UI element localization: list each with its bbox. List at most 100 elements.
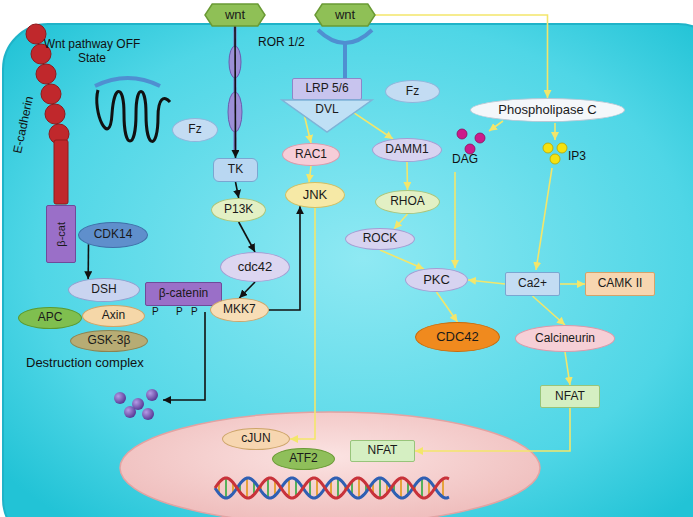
pathway-arrows — [163, 121, 555, 400]
enzyme-ellipse: Phospholipase C — [470, 98, 625, 122]
connector-arrow — [236, 182, 239, 198]
complex-ellipse: GSK-3β — [70, 330, 148, 352]
node-text: NFAT — [555, 390, 585, 404]
node-text: CDK14 — [94, 228, 133, 242]
receptor-label: ROR 1/2 — [258, 36, 305, 50]
phosphate-mark: P — [152, 306, 159, 318]
node-text: LRP 5/6 — [305, 82, 348, 96]
protein-triangle: DVL — [282, 100, 372, 132]
degraded-beta-catenin — [114, 389, 158, 420]
protein-ellipse: JNK — [285, 182, 345, 208]
phosphate-mark: P — [191, 306, 198, 318]
ligand-hexagon: wnt — [205, 4, 265, 26]
protein-ellipse: RAC1 — [282, 143, 340, 166]
protein-ellipse: Calcineurin — [515, 325, 615, 352]
dna-rung — [246, 478, 248, 498]
node-text: CAMK II — [598, 277, 643, 291]
dna-rung — [225, 478, 227, 498]
node-text: ATF2 — [289, 452, 317, 466]
molecule-label: DAG — [452, 153, 478, 167]
connector-arrow — [394, 214, 408, 229]
connector-arrow — [560, 283, 585, 285]
connector-arrow — [415, 408, 570, 451]
protein-ellipse: PKC — [405, 268, 468, 292]
receptor-ellipse: Fz — [172, 118, 218, 142]
receptor-ellipse: Fz — [385, 80, 440, 103]
ip3-molecules — [543, 143, 567, 164]
protein-ellipse: MKK7 — [210, 298, 269, 322]
dna-rung — [316, 479, 318, 497]
dna-rung — [288, 479, 290, 497]
protein-ellipse: ROCK — [345, 228, 415, 250]
dag-molecules — [457, 129, 485, 154]
node-text: RHOA — [390, 195, 425, 209]
node-text: Calcineurin — [535, 332, 595, 346]
node-text: wnt — [335, 8, 355, 23]
receptor-cup — [95, 78, 160, 86]
dna-rung — [400, 478, 402, 498]
node-text: cdc42 — [238, 260, 273, 275]
connector-arrow — [533, 296, 566, 325]
lrp-receptor — [318, 30, 372, 78]
node-text: Axin — [102, 309, 125, 323]
ion-box: Ca2+ — [505, 272, 560, 296]
shape-fill — [315, 4, 375, 26]
dna-rung — [379, 478, 381, 498]
dna-strand — [215, 478, 449, 498]
protein-box: β-catenin — [145, 282, 222, 306]
node-text: β-cat — [55, 222, 68, 247]
complex-label: Destruction complex — [26, 356, 144, 371]
node-text: JNK — [303, 188, 328, 203]
connector-arrow — [406, 162, 408, 190]
node-text: DSH — [91, 283, 116, 297]
connector-arrow — [468, 280, 505, 284]
dna-helix — [215, 478, 449, 498]
node-text: NFAT — [368, 444, 398, 458]
connector-arrow — [354, 113, 393, 139]
transcription-factor-box: NFAT — [350, 440, 415, 462]
transcription-factor-box: NFAT — [540, 385, 600, 408]
node-text: ROCK — [363, 232, 398, 246]
dna-rung — [421, 478, 423, 497]
node-text: Fz — [406, 85, 419, 99]
node-text: PKC — [423, 273, 450, 288]
node-text: APC — [38, 311, 63, 325]
node-text: P13K — [224, 203, 253, 217]
complex-ellipse: APC — [18, 307, 82, 329]
connector-arrow — [437, 292, 458, 322]
shape-fill — [282, 100, 372, 132]
connector-arrow — [234, 26, 236, 158]
connector-arrow — [309, 166, 311, 182]
molecule-label: IP3 — [568, 150, 586, 164]
protein-ellipse: CDK14 — [78, 222, 148, 248]
ligand-hexagon: wnt — [315, 4, 375, 26]
protein-label: E-cadherin — [11, 92, 38, 157]
dna-rung — [337, 478, 339, 497]
transcription-factor-ellipse: ATF2 — [272, 448, 335, 470]
connector-arrow — [380, 250, 424, 269]
protein-ellipse: DAMM1 — [372, 138, 442, 162]
node-text: GSK-3β — [88, 334, 131, 348]
kinase-box: CAMK II — [585, 272, 655, 296]
node-text: DVL — [315, 103, 338, 117]
frizzled-off-receptor — [97, 90, 170, 141]
complex-ellipse: Axin — [82, 305, 145, 327]
node-text: wnt — [225, 8, 245, 23]
node-text: MKK7 — [223, 303, 256, 317]
node-text: Ca2+ — [518, 277, 547, 291]
node-text: β-catenin — [159, 287, 209, 301]
node-text: CDC42 — [436, 330, 479, 345]
node-text: Phospholipase C — [498, 103, 596, 118]
node-text: DAMM1 — [385, 143, 428, 157]
protein-box: β-cat — [46, 205, 76, 263]
node-text: cJUN — [241, 432, 270, 446]
shape-fill — [205, 4, 265, 26]
state-label: Wnt pathway OFF State — [36, 38, 148, 66]
protein-ellipse: P13K — [211, 198, 266, 222]
connector-arrow — [239, 282, 255, 298]
dna-strand — [215, 478, 449, 498]
connector-arrow — [87, 244, 89, 279]
dna-rung — [442, 479, 444, 497]
cell-body — [3, 24, 693, 517]
